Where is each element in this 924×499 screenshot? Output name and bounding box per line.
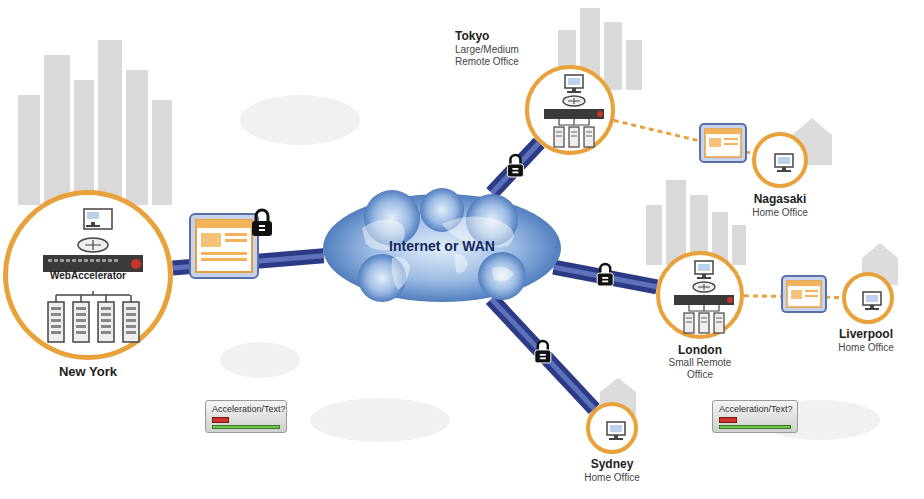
status-panel: Acceleration/Text?: [205, 400, 287, 433]
houses: [600, 118, 898, 415]
lock-icon: [597, 264, 613, 286]
site-circle: NagasakiHome Office: [752, 132, 808, 188]
site-title: Tokyo: [455, 29, 535, 43]
progress-bar-green: [719, 425, 791, 429]
progress-bar-red: [212, 417, 229, 423]
site-title: Liverpool: [828, 327, 904, 341]
site-subtitle: New York: [3, 364, 173, 380]
site-subtitle: Home Office: [740, 207, 820, 219]
progress-bar-red: [719, 417, 737, 423]
network-link: [491, 299, 594, 409]
site-subtitle: Home Office: [828, 342, 904, 354]
site-title: London: [655, 343, 745, 357]
network-link: [554, 264, 657, 287]
lock-icon: [252, 210, 272, 236]
monitor-icon: [700, 124, 746, 162]
site-circle: LondonSmall Remote Office: [656, 251, 744, 339]
link-highlight: [491, 299, 594, 409]
site-circle: SydneyHome Office: [586, 402, 638, 454]
monitor-icon: [190, 214, 258, 278]
site-circle: LiverpoolHome Office: [842, 272, 894, 324]
progress-bar-green: [212, 425, 280, 429]
panel-label: Acceleration/Text?: [719, 404, 791, 415]
equipment-icon: [529, 69, 611, 151]
site-title: Internet or WAN: [322, 238, 562, 255]
monitor-icon: [782, 276, 826, 312]
equipment-icon: [590, 406, 634, 450]
site-title: Nagasaki: [740, 192, 820, 206]
status-panel: Acceleration/Text?: [712, 400, 798, 433]
site-title: Sydney: [572, 457, 652, 471]
site-subtitle: Home Office: [572, 472, 652, 484]
equipment-icon: [660, 255, 740, 335]
link-highlight: [492, 143, 539, 193]
equipment-icon: [756, 136, 804, 184]
site-title: WebAccelerator: [3, 270, 173, 282]
site-subtitle: Large/Medium Remote Office: [455, 44, 535, 68]
lock-icon: [535, 341, 551, 363]
lock-icon: [507, 155, 523, 177]
site-circle: WebAcceleratorNew York: [3, 190, 173, 360]
site-circle: TokyoLarge/Medium Remote Office: [525, 65, 615, 155]
network-link: [492, 143, 539, 193]
equipment-icon: [846, 276, 890, 320]
panel-label: Acceleration/Text?: [212, 404, 280, 415]
site-subtitle: Small Remote Office: [660, 357, 740, 381]
network-cloud: Internet or WAN: [322, 188, 562, 304]
